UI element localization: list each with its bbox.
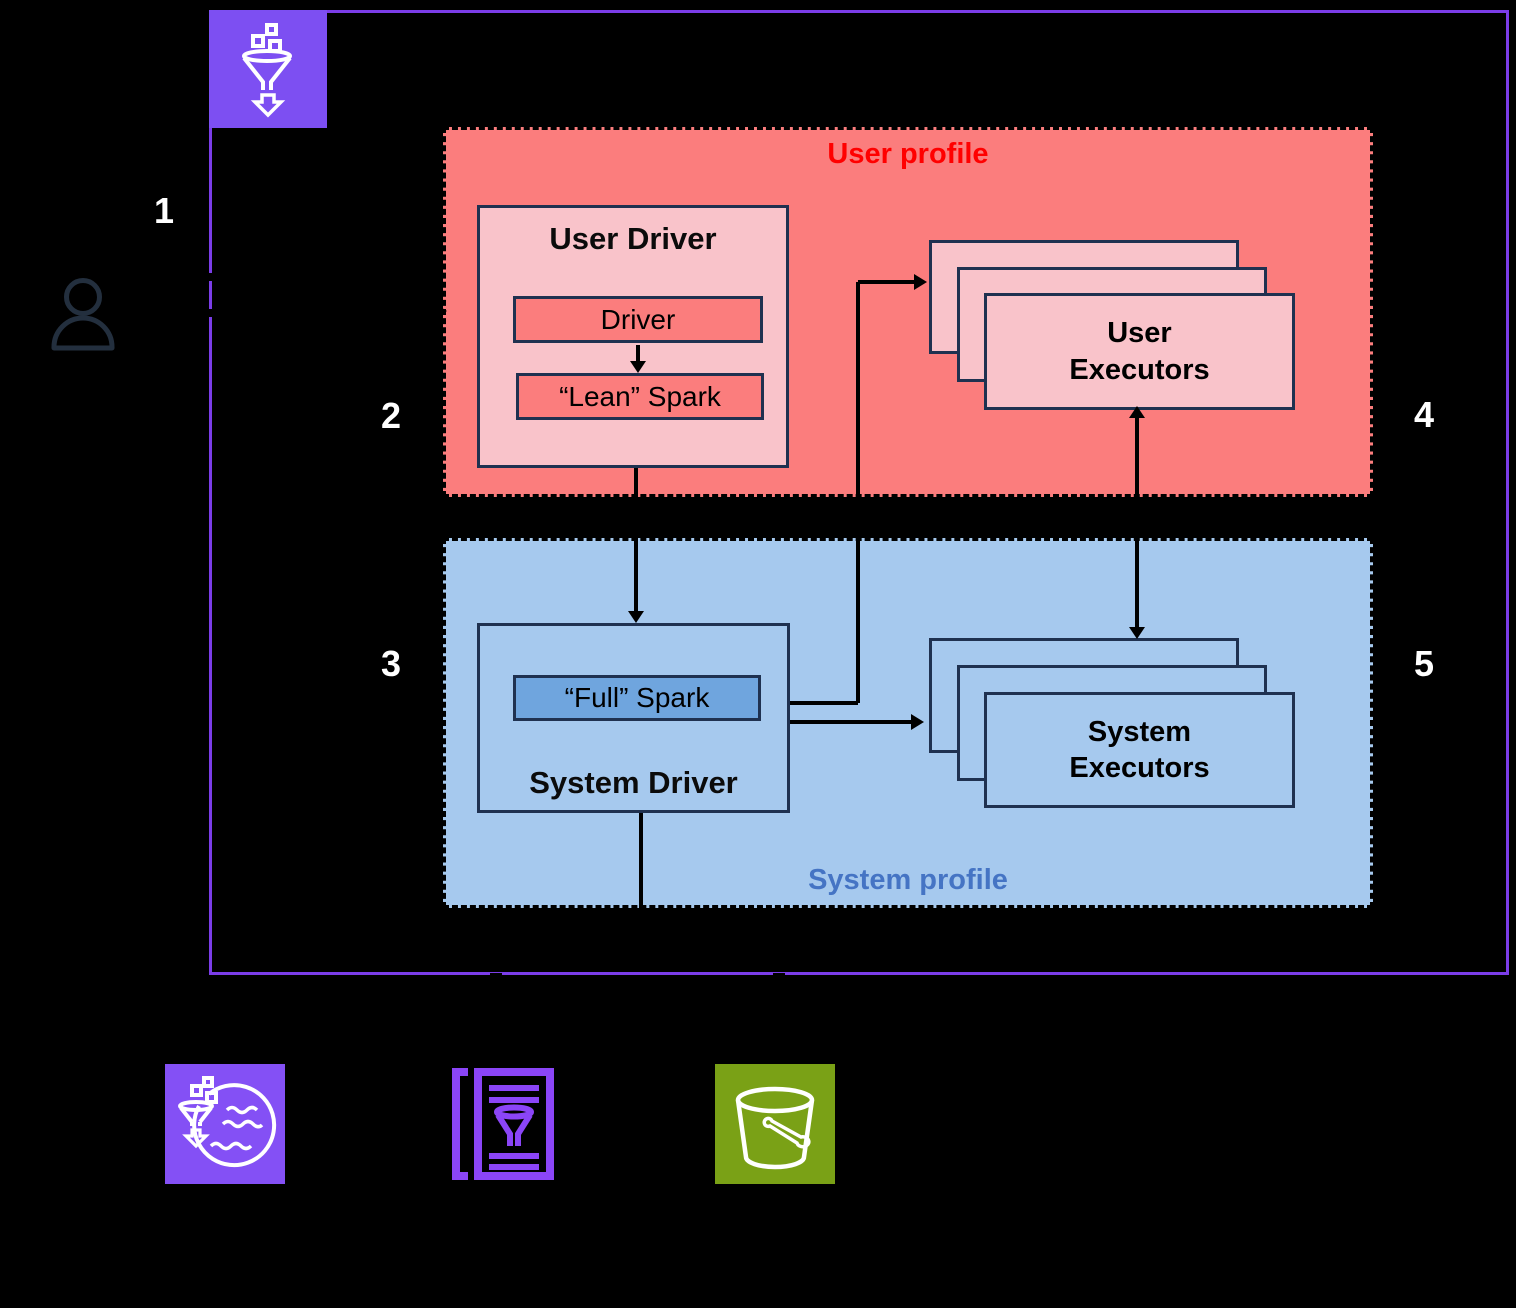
full-spark-box: “Full” Spark	[513, 675, 761, 721]
executors-link-up-arrowhead	[1129, 406, 1145, 418]
border-gap	[208, 309, 214, 317]
to-user-executors-arrowhead	[914, 274, 927, 290]
glue-funnel-icon	[209, 10, 327, 128]
system-executors-label: System Executors	[1069, 715, 1210, 784]
systemdriver-to-systemexecutors-line	[790, 720, 912, 724]
systemdriver-down-line	[639, 813, 643, 908]
lean-spark-label: “Lean” Spark	[559, 380, 721, 412]
person-to-userprofile-arrowhead	[434, 303, 447, 319]
driver-to-leanspark-arrowhead	[630, 361, 646, 373]
step-number-3: 3	[380, 643, 402, 684]
to-system-executors-arrowhead	[911, 714, 924, 730]
executors-link-line	[1135, 417, 1139, 630]
step-number-5: 5	[1413, 643, 1435, 684]
glue-interactive-sessions-icon	[165, 1064, 285, 1184]
user-executors-front: User Executors	[984, 293, 1295, 410]
systemdriver-up-vertical-line	[856, 282, 860, 703]
user-profile-label: User profile	[827, 138, 989, 170]
system-executors-front: System Executors	[984, 692, 1295, 808]
driver-label: Driver	[600, 303, 676, 335]
border-gap	[208, 273, 214, 281]
step-number-2: 2	[380, 395, 402, 436]
user-executors-label: User Executors	[1069, 317, 1210, 386]
border-gap	[773, 973, 785, 980]
user-driver-title: User Driver	[549, 221, 717, 256]
systemdriver-up-bottom-segment	[790, 701, 858, 705]
systemdriver-up-top-segment	[858, 280, 915, 284]
executors-link-down-arrowhead	[1129, 627, 1145, 639]
outer-boundary-box	[209, 10, 1509, 975]
step-number-4: 4	[1413, 394, 1435, 435]
border-gap	[490, 973, 502, 980]
lean-spark-box: “Lean” Spark	[516, 373, 764, 420]
userdriver-to-systemdriver-arrowhead	[628, 611, 644, 623]
driver-to-leanspark-line	[636, 345, 640, 364]
full-spark-label: “Full” Spark	[564, 682, 710, 713]
step-number-1: 1	[153, 190, 175, 231]
userdriver-to-systemdriver-line	[634, 468, 638, 613]
driver-box: Driver	[513, 296, 763, 343]
person-icon	[48, 276, 118, 352]
s3-bucket-icon	[715, 1064, 835, 1184]
glue-data-catalog-icon	[448, 1066, 556, 1182]
system-profile-label: System profile	[808, 864, 1008, 896]
system-driver-title: System Driver	[529, 765, 738, 800]
